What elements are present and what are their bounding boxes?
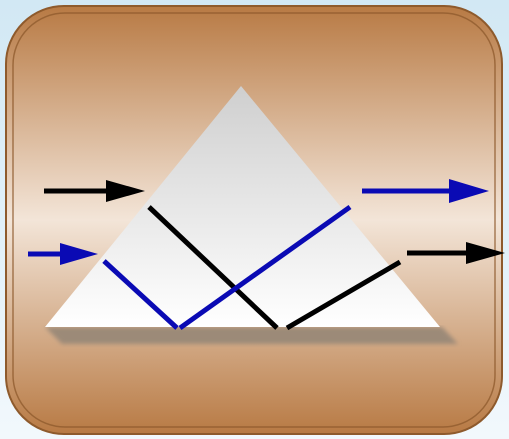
black-outgoing-arrowhead [466,242,505,264]
blue-ray-inside-prism [102,259,179,330]
blue-outgoing-arrowhead [449,179,489,203]
black-ray-reflected [285,259,402,331]
black-incoming-arrowhead [106,180,145,202]
blue-ray-reflected [178,204,352,331]
prism-shadow [45,327,458,344]
blue-incoming-arrowhead [60,243,98,265]
panel-inner-border [12,12,496,428]
prism [45,86,440,327]
black-ray-inside-prism [147,205,279,330]
